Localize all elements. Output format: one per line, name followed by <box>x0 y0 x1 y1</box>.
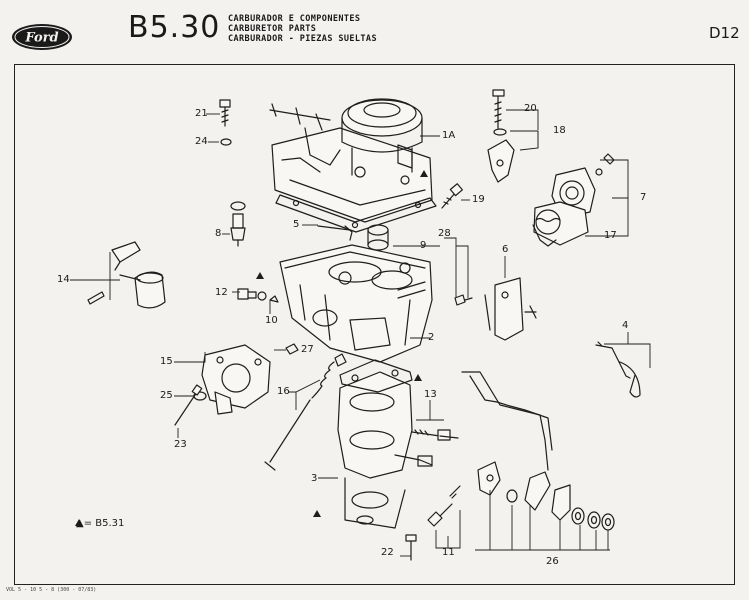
pump-lever-14 <box>87 241 166 309</box>
ref-triangles <box>75 170 428 526</box>
callout-22: 22 <box>381 547 394 558</box>
section-code: B5.30 <box>128 10 221 45</box>
spring-16 <box>311 361 335 399</box>
callout-4: 4 <box>622 320 629 331</box>
ford-logo: Ford <box>12 24 72 50</box>
jet-12 <box>237 288 257 300</box>
brand-text: Ford <box>24 31 58 46</box>
title-pt: CARBURADOR E COMPONENTES <box>228 14 361 24</box>
callout-12: 12 <box>215 287 228 298</box>
pin-5 <box>317 225 351 231</box>
screw-19 <box>441 183 464 209</box>
throttle-body-part <box>337 371 433 529</box>
callout-16: 16 <box>277 386 290 397</box>
title-en: CARBURETOR PARTS <box>228 24 317 34</box>
callout-26: 26 <box>546 556 559 567</box>
callout-24: 24 <box>195 136 208 147</box>
screw-20 <box>492 89 505 129</box>
callout-28: 28 <box>438 228 451 239</box>
title-es: CARBURADOR - PIEZAS SUELTAS <box>228 34 377 44</box>
washer-24 <box>220 138 232 146</box>
callout-18: 18 <box>553 125 566 136</box>
footer-code: VOL 5 - 10 5 - 8 (300 - 07/83) <box>6 587 97 593</box>
page-header: Ford B5.30 CARBURADOR E COMPONENTES CARB… <box>0 0 749 60</box>
screw-21 <box>219 99 231 127</box>
washer-18 <box>493 128 507 136</box>
linkage-28 <box>454 294 473 306</box>
callout-19: 19 <box>472 194 485 205</box>
legend: ▲= B5.31 <box>76 518 125 529</box>
bracket-18 <box>487 139 515 183</box>
callout-21: 21 <box>195 108 208 119</box>
callout-20: 20 <box>524 103 537 114</box>
callout-17: 17 <box>604 230 617 241</box>
top-cover-part <box>269 98 433 223</box>
callout-13: 13 <box>424 389 437 400</box>
callout-6: 6 <box>502 244 509 255</box>
callout-8: 8 <box>215 228 222 239</box>
page-id: D12 <box>709 24 740 42</box>
screws-11 <box>427 485 461 527</box>
callout-2: 2 <box>428 332 435 343</box>
callout-23: 23 <box>174 439 187 450</box>
callout-25: 25 <box>160 390 173 401</box>
throttle-rod <box>461 371 549 471</box>
pump-cover-15 <box>201 344 271 415</box>
callout-9: 9 <box>420 240 427 251</box>
needle-valve-8 <box>230 201 246 247</box>
screw-22 <box>405 534 417 561</box>
callout-1a: 1A <box>442 130 456 141</box>
callout-10: 10 <box>265 315 278 326</box>
callout-11: 11 <box>442 547 455 558</box>
clip-27 <box>285 343 299 355</box>
small-parts-26 <box>477 461 615 531</box>
screws-13 <box>411 429 459 441</box>
float-pivot-9 <box>367 224 389 251</box>
callout-5: 5 <box>293 219 300 230</box>
leader-lines <box>70 109 651 557</box>
washer-10 <box>257 291 267 301</box>
callout-27: 27 <box>301 344 314 355</box>
gasket-throttle <box>339 359 413 393</box>
diagram-frame <box>14 64 735 585</box>
gasket-top <box>275 194 437 233</box>
callout-7: 7 <box>640 192 647 203</box>
bolt-23 <box>174 391 198 426</box>
lever-6 <box>484 277 537 341</box>
rod-4 <box>595 341 641 398</box>
diaphragm-housing-17 <box>532 201 589 247</box>
callout-14: 14 <box>57 274 70 285</box>
title-block: CARBURADOR E COMPONENTES CARBURETOR PART… <box>228 14 377 44</box>
callout-15: 15 <box>160 356 173 367</box>
main-body-part <box>279 244 433 363</box>
callout-3: 3 <box>311 473 318 484</box>
